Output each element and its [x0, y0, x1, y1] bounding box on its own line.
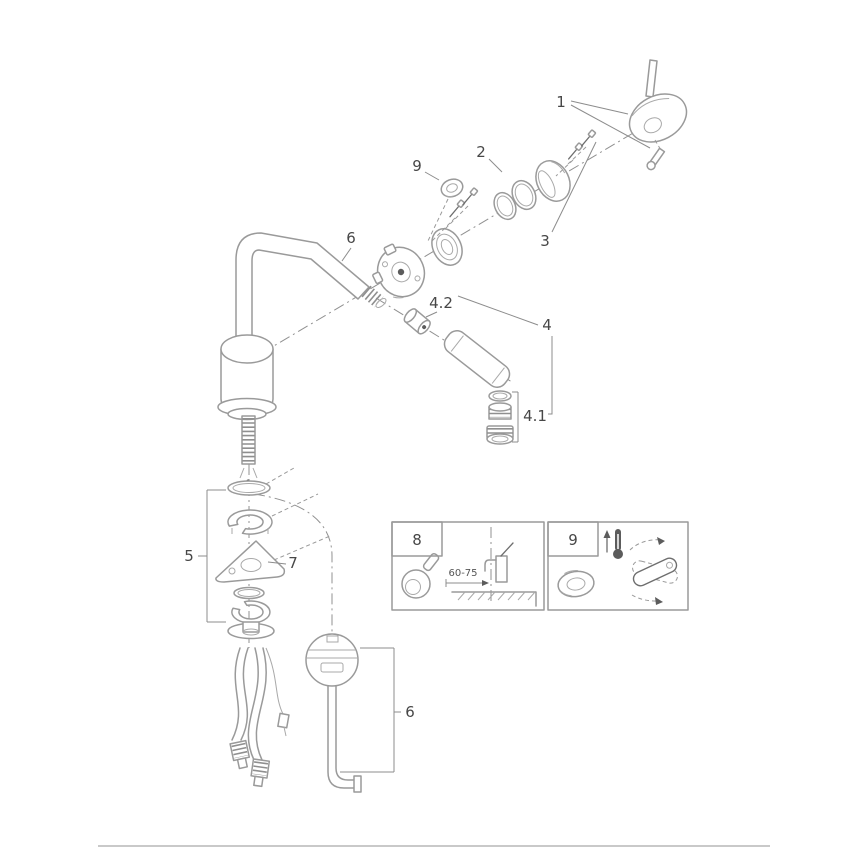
lever-rotation-icon — [629, 537, 678, 605]
callout-3-label: 3 — [540, 232, 550, 250]
callout-6-spout-label: 6 — [346, 229, 356, 247]
cap-screws — [555, 129, 597, 177]
inset-8-label: 8 — [412, 531, 422, 549]
small-o-ring — [233, 586, 265, 600]
pullout-hose — [327, 685, 362, 793]
callout-7: 7 — [267, 554, 298, 572]
callout-6-spout: 6 — [341, 229, 356, 262]
mounting-hardware: 5 7 — [184, 467, 331, 640]
callout-4: 4 — [457, 295, 553, 415]
callout-4-label: 4 — [542, 316, 552, 334]
callout-6-hose: 6 — [340, 647, 415, 773]
stabilizing-plate — [215, 540, 286, 583]
horseshoe-washer — [227, 509, 273, 535]
escutcheon-ring — [431, 228, 463, 266]
dimension-label: 60-75 — [448, 568, 477, 579]
cartridge — [372, 243, 426, 299]
aerator-stack-4-1: 4.1 — [486, 390, 547, 445]
cap-and-rings: 2 — [476, 129, 597, 221]
mounting-clamp — [227, 600, 275, 640]
supply-hoses — [229, 647, 290, 788]
spray-handle — [443, 330, 511, 388]
inset-box-8: 8 60-75 — [391, 521, 545, 611]
callout-9-top-label: 9 — [412, 157, 422, 175]
callout-3: 3 — [540, 141, 597, 250]
hose-weight — [305, 633, 359, 687]
callout-4-2-label: 4.2 — [429, 294, 453, 312]
handle-assembly: 1 — [556, 59, 688, 171]
threaded-mounting-stud — [239, 415, 258, 483]
inset-box-9: 9 — [547, 521, 689, 611]
exploded-axis-lines — [248, 109, 673, 686]
callout-5: 5 — [184, 489, 226, 623]
pullout-spray-icon — [401, 552, 440, 599]
faucet-spout-body — [217, 232, 387, 483]
cartridge-screws — [431, 187, 479, 242]
callout-5-label: 5 — [184, 547, 194, 565]
grommet-icon — [557, 570, 595, 598]
callout-1-label: 1 — [556, 93, 566, 111]
mounting-depth-diagram: 60-75 — [445, 527, 537, 607]
cartridge-assembly — [372, 187, 479, 299]
callout-7-label: 7 — [288, 554, 298, 572]
callout-1: 1 — [556, 93, 651, 149]
thermometer-icon — [603, 529, 623, 559]
callout-4-1-label: 4.1 — [523, 407, 547, 425]
callout-6-hose-label: 6 — [405, 703, 415, 721]
inset-9-label: 9 — [568, 531, 578, 549]
grommet-seal: 9 — [412, 157, 464, 244]
handle-screw — [646, 147, 666, 171]
spray-coupler-4-2: 4.2 — [403, 294, 453, 335]
base-o-ring — [227, 480, 271, 496]
callout-2-label: 2 — [476, 143, 486, 161]
